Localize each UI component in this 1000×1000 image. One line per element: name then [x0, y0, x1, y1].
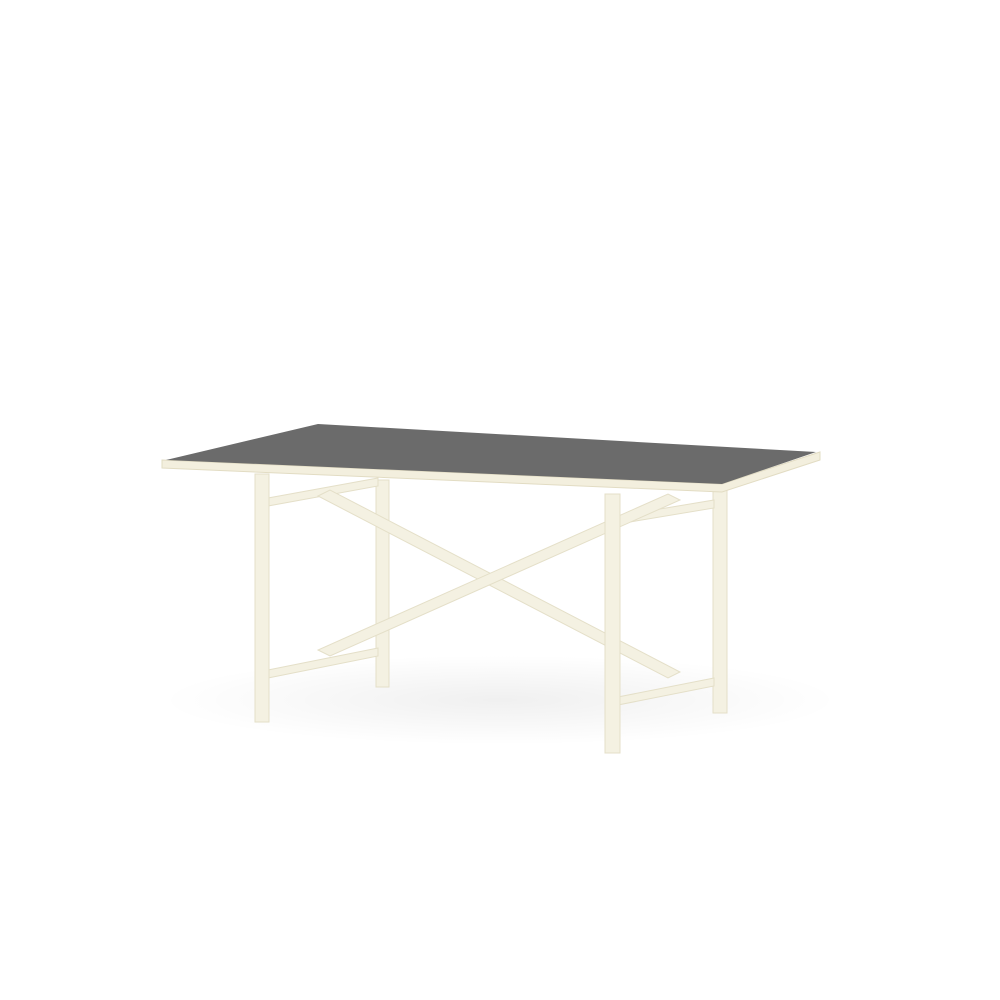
leg-back-right: [712, 489, 728, 714]
leg-front-right: [604, 493, 621, 754]
leg-front-left: [254, 473, 270, 723]
cross-brace-b: [316, 493, 682, 657]
cross-brace-a: [316, 489, 682, 679]
table: [161, 424, 821, 754]
tabletop-surface: [166, 424, 816, 484]
